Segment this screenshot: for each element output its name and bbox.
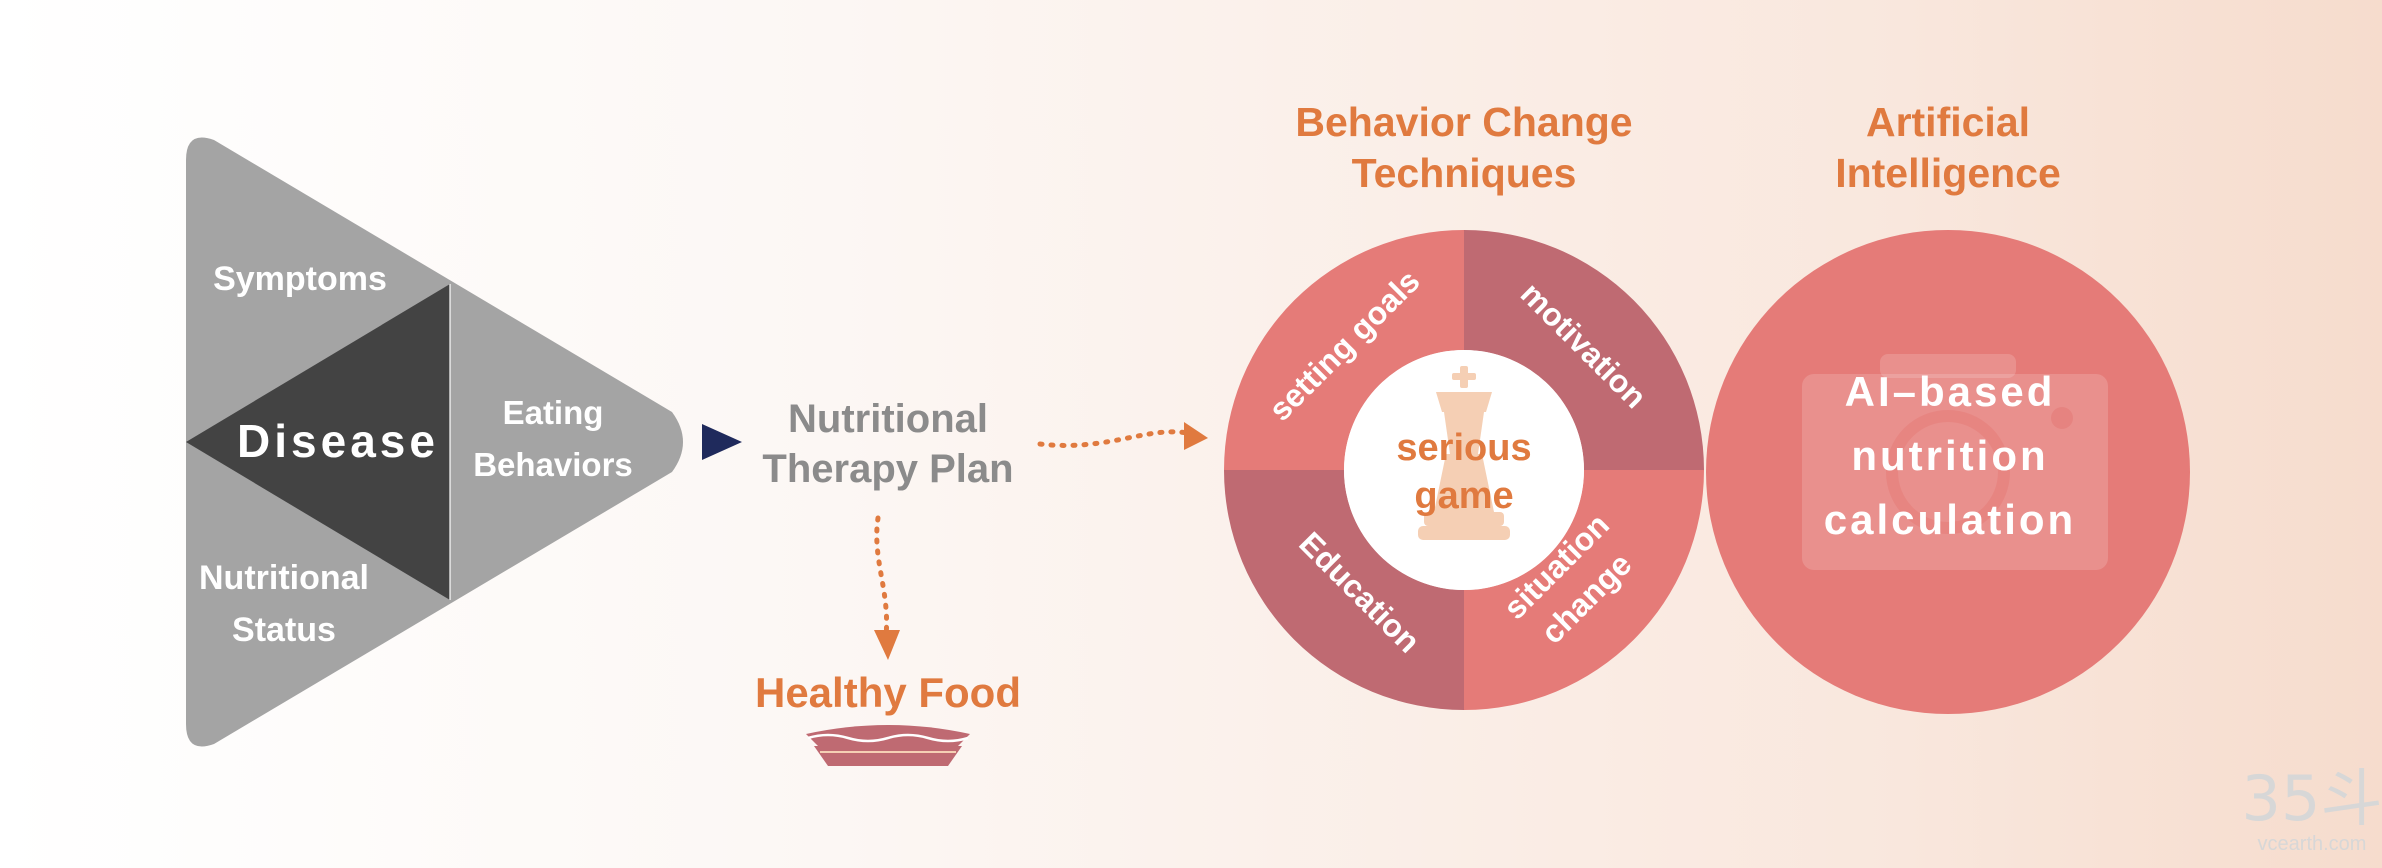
serious-label: serious [1396,427,1531,469]
watermark-url: vcearth.com [2258,833,2367,855]
pie-icon [806,725,970,766]
dotted-arrow-to-bct [1037,422,1208,450]
ai-text-line1: AI–based [1845,368,2056,415]
ai-text-line2: nutrition [1851,432,2048,479]
segment-education [1224,470,1464,710]
ai-circle [1706,230,2190,714]
ai-text-line3: calculation [1824,496,2076,543]
segment-setting-goals [1224,230,1464,470]
disease-triangle: Symptoms Disease Eating Behaviors Nutrit… [186,137,683,747]
segment-situation-change [1464,470,1704,710]
chess-queen-icon [1418,366,1510,540]
ai-title-line2: Intelligence [1835,150,2061,196]
disease-label: Disease [237,415,439,467]
ai-title-line1: Artificial [1866,99,2030,145]
bct-donut [1224,230,1704,710]
status-label: Status [232,611,336,649]
game-label: game [1414,475,1513,517]
triangle-inner-dark [186,284,450,600]
healthy-food-label: Healthy Food [755,669,1021,716]
symptoms-label: Symptoms [213,260,387,298]
behaviors-label: Behaviors [473,446,633,483]
plan-line1: Nutritional [788,397,988,441]
nutritional-label: Nutritional [199,559,369,597]
dotted-arrow-to-food [874,515,900,660]
bct-title-line2: Techniques [1352,150,1577,196]
segment-motivation [1464,230,1704,470]
eating-label: Eating [503,394,604,431]
plan-line2: Therapy Plan [762,447,1013,491]
watermark-logo: 35斗 [2242,762,2382,835]
arrow-right-icon [702,424,742,460]
bct-title-line1: Behavior Change [1295,99,1632,145]
camera-icon [1802,354,2108,570]
